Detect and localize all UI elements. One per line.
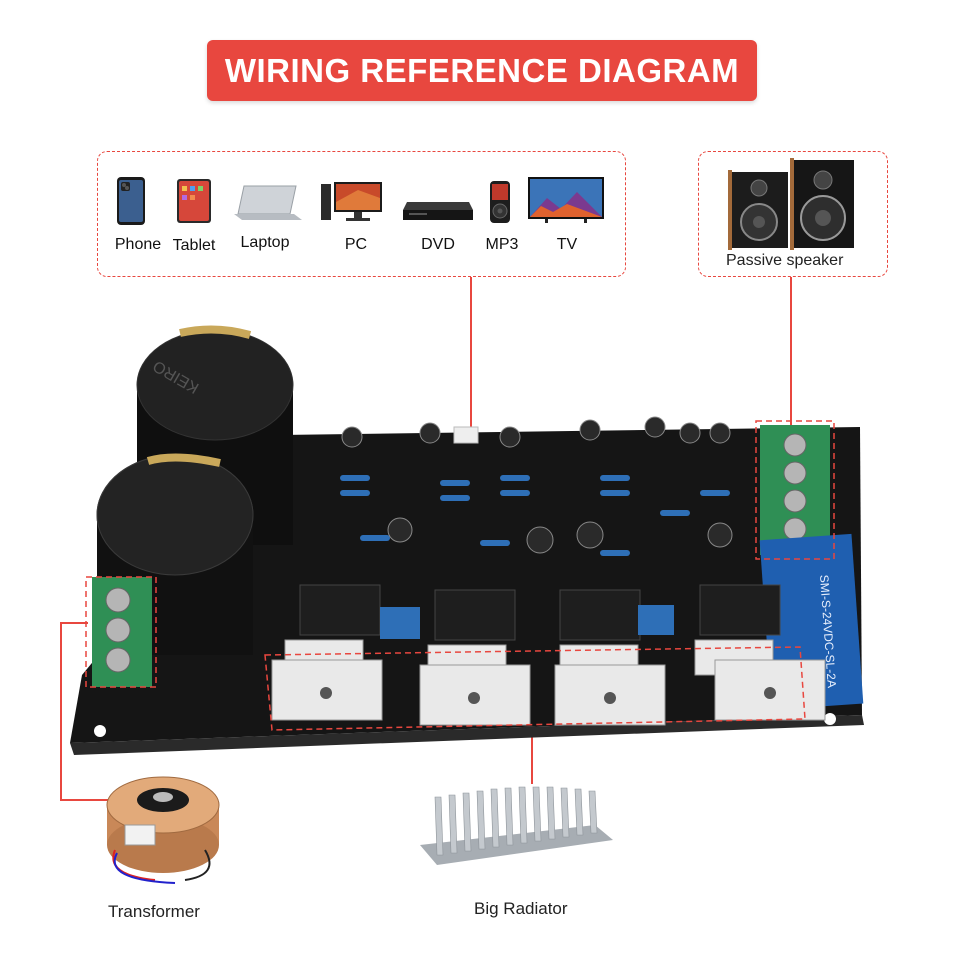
mp3-player-icon [490,181,510,223]
pc-icon [321,182,382,221]
dvd-player-icon [403,202,473,220]
audio-sources-box [97,151,626,277]
speaker-icon [728,158,854,250]
amplifier-board: KEIRO SMI-S-24VDC-SL-2A [70,325,864,755]
laptop-icon [234,185,302,220]
transformer-icon [106,776,220,884]
transformer-connector-top [60,622,88,624]
source-connector-line [470,277,472,434]
source-label-dvd: DVD [421,236,455,253]
source-label-phone: Phone [114,236,162,253]
speaker-label: Passive speaker [726,252,844,269]
source-label-tablet: Tablet [172,237,216,254]
source-label-mp3: MP3 [485,236,519,253]
source-label-laptop: Laptop [240,234,290,251]
speaker-connector-line [790,277,792,427]
source-label-pc: PC [344,236,368,253]
phone-icon [117,177,145,225]
radiator-connector-line [531,730,533,784]
diagram-title: WIRING REFERENCE DIAGRAM [224,51,740,89]
tablet-icon [177,179,211,223]
title-banner: WIRING REFERENCE DIAGRAM [207,40,757,101]
transformer-connector-vertical [60,622,62,800]
tv-icon [528,177,604,223]
speaker-box [698,151,888,277]
radiator-icon [420,786,613,865]
transformer-connector-bottom [60,799,108,801]
radiator-label: Big Radiator [474,899,568,918]
transformer-label: Transformer [108,902,200,921]
source-label-tv: TV [556,236,578,253]
